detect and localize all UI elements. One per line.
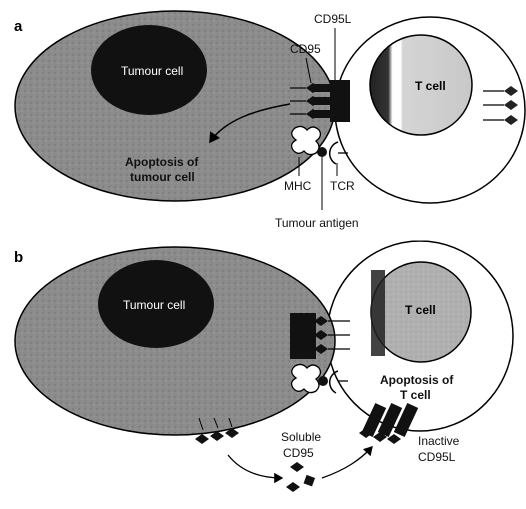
mhc-tcr-complex-a [290,125,348,210]
panel-a: a T cell Tumour cell [14,10,526,230]
t-cell-label-b: T cell [405,303,436,317]
cd95-cd95l-complex-b [290,313,350,359]
soluble-arrow-2 [321,446,373,479]
t-cell-label-a: T cell [415,79,446,93]
tcr-label-a: TCR [330,179,355,193]
t-cell-nucleus-a [369,34,473,136]
soluble-cd95-molecules [286,462,316,492]
apoptosis-label-b-2: T cell [400,388,431,402]
soluble-arrow-1 [227,454,284,484]
tumour-cell-label-a: Tumour cell [121,64,183,78]
apoptosis-label-a-2: tumour cell [130,170,195,184]
panel-b: b T cell Tumour cell Apoptosis of T c [14,240,514,492]
cd95l-receptor-a [314,80,350,122]
shed-cd95-b [195,417,239,444]
inactive-cd95l-b [359,402,419,444]
tumour-cell-label-b: Tumour cell [123,298,185,312]
free-cd95-right-a [483,86,518,125]
apoptosis-arrow-a [209,103,291,144]
apoptosis-label-b-1: Apoptosis of [380,373,454,387]
cd95-receptor-a [290,83,320,119]
soluble-label-2: CD95 [283,446,314,460]
tumour-antigen-label-a: Tumour antigen [275,216,359,230]
cd95-label-a: CD95 [290,42,321,56]
panel-b-letter: b [14,249,23,266]
tumour-nucleus-b [98,260,214,348]
mhc-label-a: MHC [284,179,312,193]
mhc-tcr-complex-b [290,363,348,394]
inactive-label-1: Inactive [418,434,460,448]
inactive-label-2: CD95L [418,450,456,464]
apoptosis-label-a-1: Apoptosis of [125,155,199,169]
tumour-nucleus-a [91,25,207,115]
cd95l-label-a: CD95L [314,12,352,26]
soluble-label-1: Soluble [281,430,321,444]
panel-a-letter: a [14,18,23,35]
